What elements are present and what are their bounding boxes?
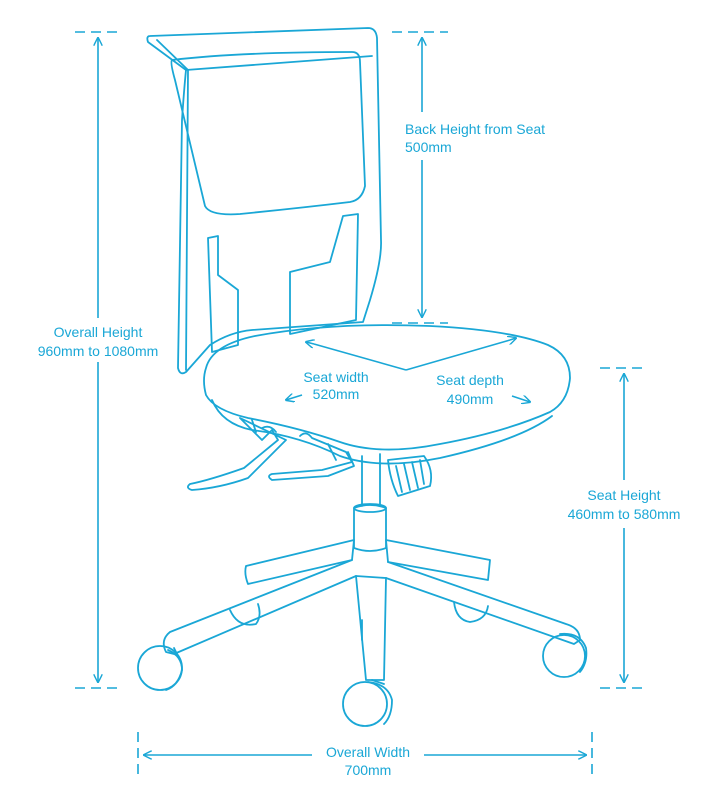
seat-width-dimension bbox=[286, 338, 516, 400]
seat-height-title: Seat Height bbox=[587, 487, 660, 503]
backrest bbox=[146, 27, 382, 375]
back-height-title: Back Height from Seat bbox=[405, 121, 545, 137]
overall-height-title: Overall Height bbox=[54, 324, 143, 340]
caster-front-right bbox=[542, 632, 588, 678]
overall-height-value: 960mm to 1080mm bbox=[38, 343, 159, 359]
dimension-lines bbox=[75, 31, 648, 778]
seat-width-value: 520mm bbox=[313, 386, 360, 402]
seat-cushion bbox=[203, 324, 571, 451]
lumbar-plate-right bbox=[289, 213, 359, 335]
seat-width-title: Seat width bbox=[303, 369, 368, 385]
seat bbox=[203, 324, 571, 465]
overall-width-title: Overall Width bbox=[326, 744, 410, 760]
overall-height-dimension bbox=[75, 31, 122, 689]
gas-lift bbox=[353, 453, 387, 552]
overall-width-dimension bbox=[137, 732, 593, 778]
seat-height-value: 460mm to 580mm bbox=[568, 506, 681, 522]
caster-back-left bbox=[229, 603, 261, 626]
seat-depth-title: Seat depth bbox=[436, 372, 504, 388]
mesh-panel bbox=[170, 51, 366, 216]
caster-back-right bbox=[453, 601, 489, 623]
height-knob bbox=[387, 455, 433, 497]
lumbar-plate-left bbox=[207, 235, 239, 353]
seat-depth-dimension bbox=[306, 342, 530, 402]
back-height-dimension bbox=[392, 31, 448, 324]
dimension-labels: Back Height from Seat 500mm Overall Heig… bbox=[38, 121, 681, 778]
overall-width-value: 700mm bbox=[345, 762, 392, 778]
caster-front-center bbox=[342, 679, 393, 727]
seat-height-dimension bbox=[600, 367, 648, 689]
adjustment-levers bbox=[187, 417, 355, 491]
seat-depth-value: 490mm bbox=[447, 391, 494, 407]
chair-illustration bbox=[137, 27, 588, 727]
caster-front-left bbox=[137, 645, 183, 691]
back-height-value: 500mm bbox=[405, 139, 452, 155]
star-base bbox=[162, 539, 581, 681]
